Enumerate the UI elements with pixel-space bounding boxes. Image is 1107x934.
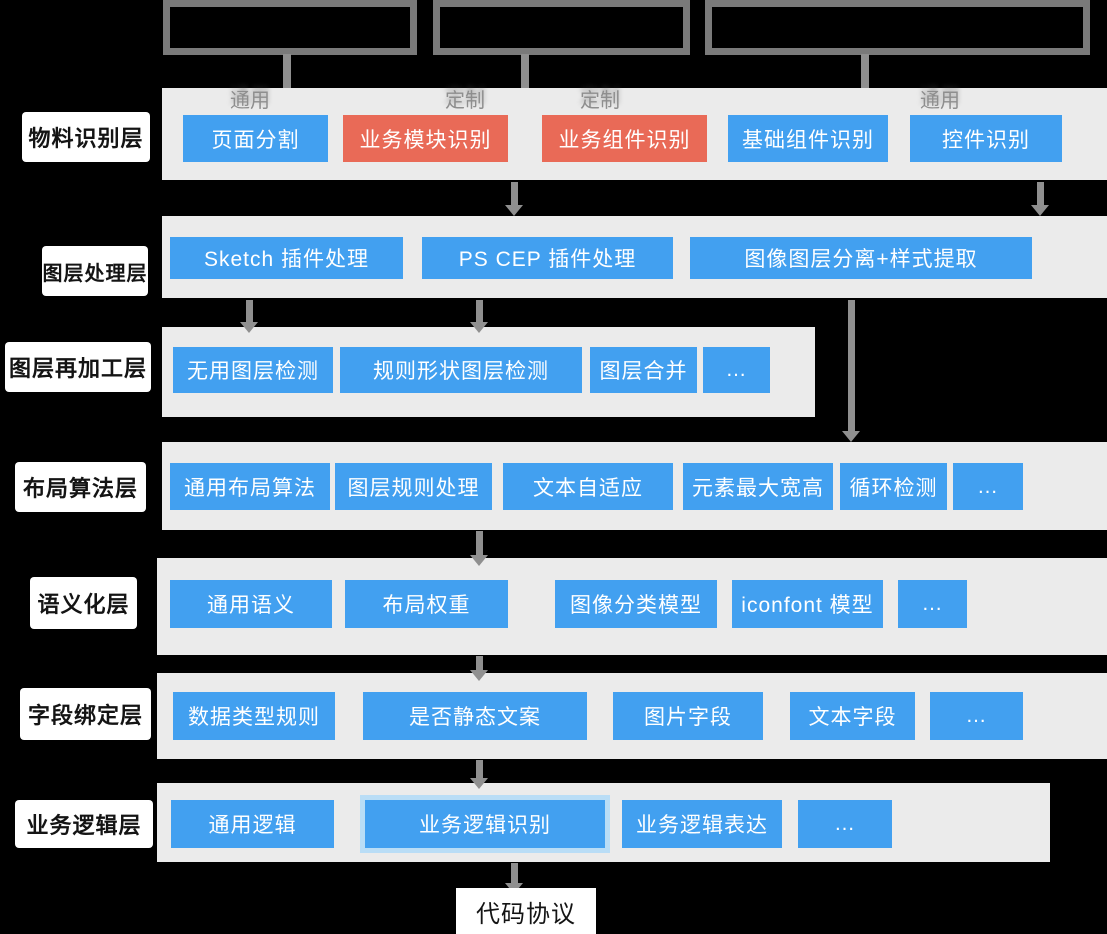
node-more-semantics: … [898,580,967,628]
node-general-layout-algorithm: 通用布局算法 [170,463,330,510]
node-basic-component-recognition: 基础组件识别 [728,115,888,162]
layer-label-business-logic: 业务逻辑层 [15,800,153,848]
category-label-custom-2: 定制 [580,90,620,112]
category-label-custom-1: 定制 [445,90,485,112]
node-page-split: 页面分割 [183,115,328,162]
node-business-logic-expression: 业务逻辑表达 [622,800,782,848]
node-layer-merge: 图层合并 [590,347,697,393]
node-loop-detection: 循环检测 [840,463,947,510]
node-business-module-recognition: 业务模块识别 [343,115,508,162]
node-data-type-rules: 数据类型规则 [173,692,335,740]
node-useless-layer-detection: 无用图层检测 [173,347,333,393]
arrow-layer7-to-code-protocol [505,863,523,894]
node-business-component-recognition: 业务组件识别 [542,115,707,162]
node-image-layer-separation: 图像图层分离+样式提取 [690,237,1032,279]
node-static-copy-check: 是否静态文案 [363,692,587,740]
arrow-layer6-to-layer7 [470,760,488,789]
node-regular-shape-layer-detection: 规则形状图层检测 [340,347,582,393]
arrow-layer1-to-layer2 [505,182,523,216]
layer-label-layer-processing: 图层处理层 [42,246,148,296]
node-text-field: 文本字段 [790,692,915,740]
node-layout-weight: 布局权重 [345,580,508,628]
connector-box1-to-layer1 [283,54,291,90]
node-control-recognition: 控件识别 [910,115,1062,162]
top-black-box-1 [163,0,417,55]
layer-label-semantization: 语义化层 [30,577,137,629]
code-protocol-label: 代码协议 [456,888,596,934]
node-more-layout: … [953,463,1023,510]
connector-box3-to-layer1 [861,54,869,90]
node-iconfont-model: iconfont 模型 [732,580,883,628]
layer-label-field-binding: 字段绑定层 [20,688,151,740]
node-ps-cep-plugin-processing: PS CEP 插件处理 [422,237,673,279]
arrow-layer5-to-layer6 [470,656,488,681]
layer-label-material-recognition: 物料识别层 [22,112,150,162]
node-more-fields: … [930,692,1023,740]
node-general-logic: 通用逻辑 [171,800,334,848]
category-label-general-2: 通用 [920,90,960,112]
top-black-box-3 [705,0,1090,55]
arrow-layer1-to-layer2-right [1031,182,1049,216]
connector-box2-to-layer1 [521,54,529,90]
node-business-logic-recognition: 业务逻辑识别 [365,800,605,848]
layer-label-layout-algorithm: 布局算法层 [15,462,146,512]
node-image-classification-model: 图像分类模型 [555,580,717,628]
arrow-layer2-to-layer3-left [240,300,258,333]
node-sketch-plugin-processing: Sketch 插件处理 [170,237,403,279]
node-element-max-size: 元素最大宽高 [683,463,833,510]
layer-label-layer-reprocessing: 图层再加工层 [5,342,151,392]
node-image-field: 图片字段 [613,692,763,740]
arrow-layer2-to-layer3-right [470,300,488,333]
arrow-layer4-to-layer5 [470,531,488,566]
node-layer-rule-processing: 图层规则处理 [335,463,492,510]
top-black-box-2 [433,0,690,55]
category-label-general-1: 通用 [230,90,270,112]
node-more-reprocessing: … [703,347,770,393]
arrow-layer2-to-layer4-bypass [842,300,860,442]
node-general-semantics: 通用语义 [170,580,332,628]
node-text-adaptive: 文本自适应 [503,463,673,510]
node-more-logic: … [798,800,892,848]
